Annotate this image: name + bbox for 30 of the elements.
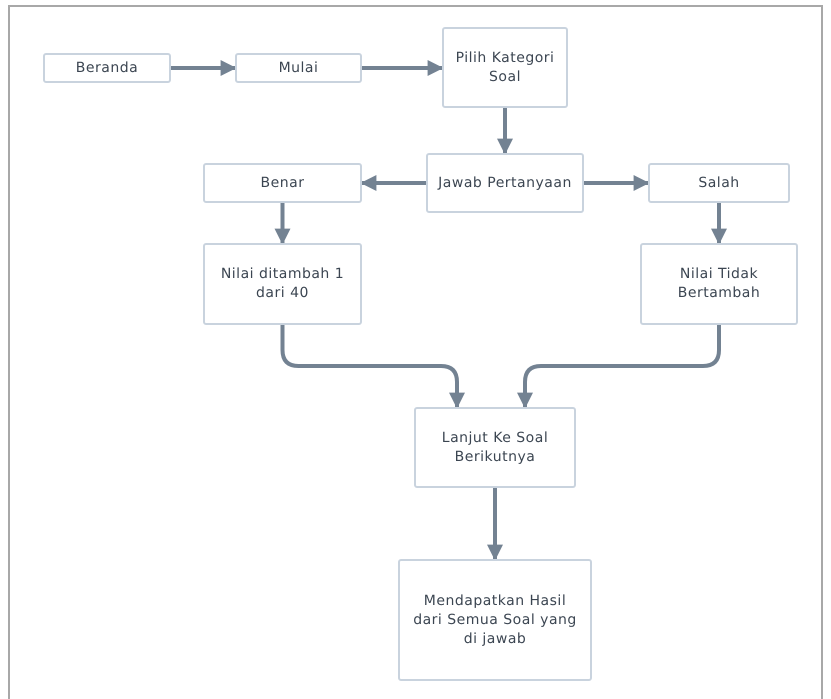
box-label: Nilai Tidak Bertambah	[676, 265, 762, 303]
arrow	[280, 325, 465, 409]
arrow	[517, 325, 721, 409]
process-box	[414, 407, 576, 488]
arrow	[711, 203, 727, 245]
box-label: Lanjut Ke Soal Berikutnya	[440, 428, 550, 466]
box-label: Jawab Pertanyaan	[438, 174, 572, 192]
box-label: Salah	[698, 174, 740, 192]
box-label: Pilih Kategori Soal	[454, 48, 556, 86]
arrow	[360, 175, 426, 191]
process-box	[442, 27, 568, 108]
process-box	[43, 53, 171, 83]
box-label: Benar	[260, 174, 304, 192]
process-box	[235, 53, 362, 83]
process-box	[640, 243, 798, 325]
process-box	[203, 243, 362, 325]
arrow	[362, 60, 444, 76]
process-box	[398, 559, 592, 681]
arrow	[584, 175, 650, 191]
process-box	[203, 163, 362, 203]
arrow	[171, 60, 237, 76]
box-label: Mulai	[278, 58, 318, 78]
arrow	[497, 108, 513, 155]
arrow	[274, 203, 290, 245]
process-box	[648, 163, 790, 203]
arrow	[487, 488, 503, 561]
box-label: Mendapatkan Hasil dari Semua Soal yang di jawab	[412, 592, 578, 648]
box-label: Beranda	[76, 58, 138, 78]
box-label: Nilai ditambah 1 dari 40	[220, 265, 346, 303]
process-box	[426, 153, 584, 213]
